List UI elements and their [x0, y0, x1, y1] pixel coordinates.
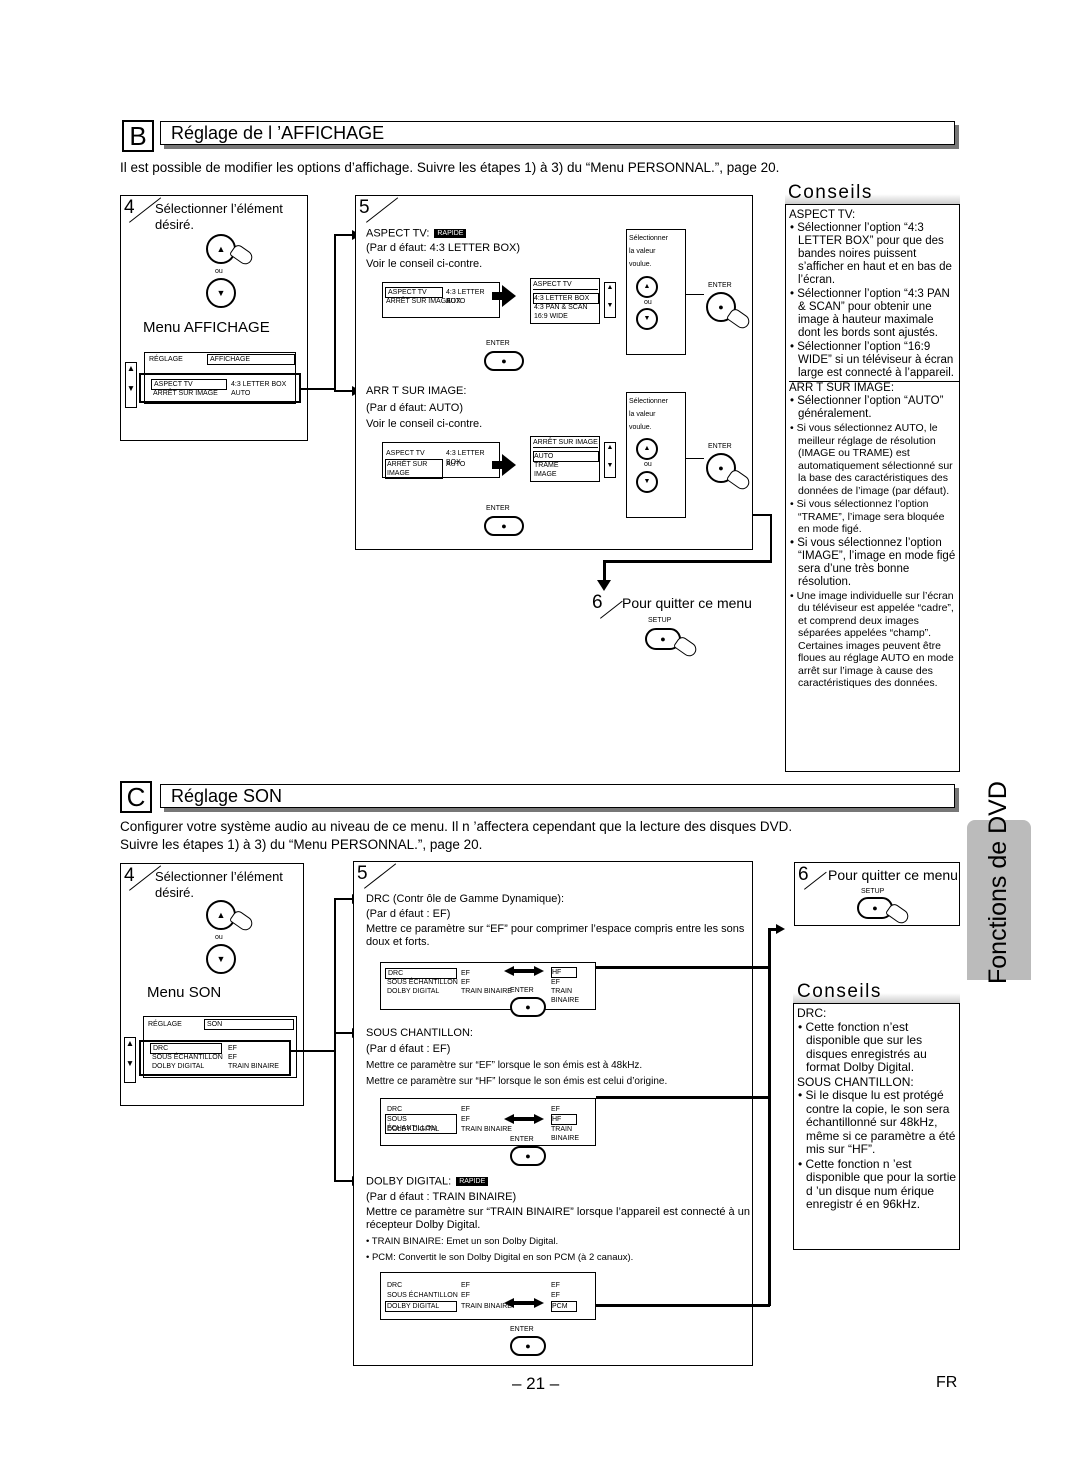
arret-screen-1: ASPECT TV 4:3 LETTER BOX ARRÊT SUR IMAGE… [382, 442, 500, 479]
side-tab-label: Fonctions de DVD [984, 781, 1012, 984]
section-c-letter: C [120, 781, 152, 813]
up-down-icon: ▲▼ [125, 362, 137, 408]
b-conseils-title: Conseils [785, 182, 960, 205]
b-conseils-text: ASPECT TV: • Sélectionner l’option “4:3 … [789, 209, 959, 691]
aspect-tv-title: ASPECT TV:RAPIDE [366, 227, 467, 240]
dolby-screen: DRC EF SOUS ÉCHANTILLON EF DOLBY DIGITAL… [380, 1272, 596, 1320]
b-step4-screen: RÉGLAGE AFFICHAGE ASPECT TV 4:3 LETTER B… [144, 352, 296, 404]
page-number: – 21 – [512, 1374, 560, 1393]
b-step4-text2: désiré. [155, 217, 195, 232]
side-tab [967, 820, 1031, 980]
c-conseils-title: Conseils [793, 981, 960, 1004]
c-step6-box: 6 Pour quitter ce menu SETUP ● [794, 862, 960, 927]
b-step6-text: Pour quitter ce menu [622, 595, 752, 611]
c-step5-box: 5 DRC (Contr ôle de Gamme Dynamique): (P… [353, 861, 753, 1366]
arret-options: ARRÊT SUR IMAGE AUTO TRAME IMAGE [530, 436, 600, 482]
hand-icon [228, 242, 256, 268]
b-step5-box: 5 ASPECT TV:RAPIDE (Par d éfaut: 4:3 LET… [355, 195, 753, 550]
b-step4-ou: ou [215, 268, 223, 275]
b-step4-num: 4 [124, 197, 135, 218]
section-b-title: Réglage de l ’AFFICHAGE [160, 121, 955, 145]
section-c-title: Réglage SON [160, 784, 955, 808]
aspect-screen-1: ASPECT TV 4:3 LETTER BOX ARRÊT SUR IMAGE… [382, 282, 500, 318]
section-b-intro: Il est possible de modifier les options … [120, 160, 780, 175]
up-button[interactable]: ▲ [206, 234, 236, 264]
c-conseils-text: DRC: • Cette fonction n’est disponible q… [797, 1006, 957, 1211]
sous-screen: DRC EF SOUS ÉCHANTILLON EF DOLBY DIGITAL… [380, 1098, 596, 1146]
b-conseils-box [785, 184, 960, 772]
down-button[interactable]: ▼ [206, 278, 236, 308]
b-step4-box: 4 Sélectionner l’élément désiré. ▲ ou ▼ … [120, 195, 308, 441]
c-step4-screen: RÉGLAGE SON DRC EF SOUS ÉCHANTILLON EF D… [143, 1016, 297, 1078]
language-label: FR [936, 1374, 958, 1391]
b-step4-text1: Sélectionner l’élément [155, 201, 283, 216]
c-conseils-box [793, 982, 960, 1250]
section-b-letter: B [122, 120, 154, 152]
b-step4-menu: Menu AFFICHAGE [143, 319, 270, 336]
drc-screen: DRC EF SOUS ÉCHANTILLON EF DOLBY DIGITAL… [380, 962, 596, 1010]
aspect-options: ASPECT TV 4:3 LETTER BOX 4:3 PAN & SCAN … [530, 278, 600, 324]
